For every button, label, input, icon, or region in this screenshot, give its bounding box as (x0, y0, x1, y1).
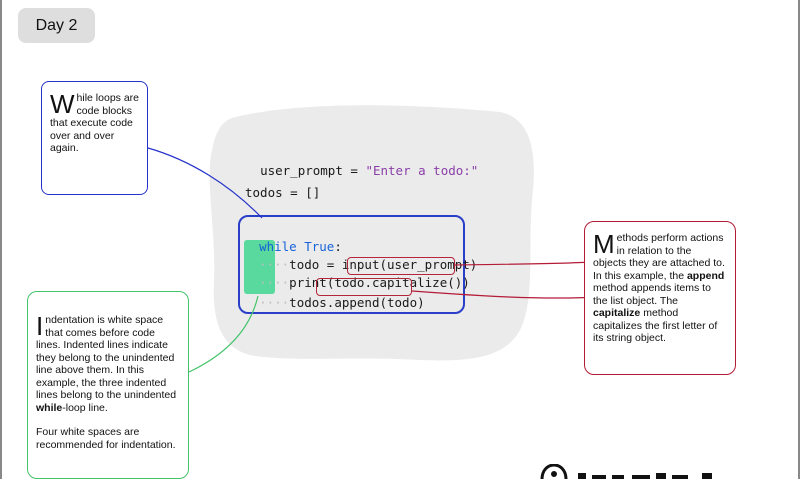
note-while-text: hile loops are code blocks that execute … (50, 92, 140, 154)
code-var-user-prompt: user_prompt (260, 163, 343, 178)
note-methods-text1: ethods perform actions in relation to th… (593, 232, 725, 282)
append-highlight-box (316, 278, 412, 296)
frame-right-edge (798, 0, 800, 479)
note-methods-text2: method appends items to the list object.… (593, 282, 711, 307)
code-close-paren: ) (462, 275, 470, 290)
indent-dots: ···· (259, 275, 290, 290)
code-keyword-while: while (259, 239, 297, 254)
code-line-append: ····todos.append(todo) (244, 280, 425, 310)
indent-dots: ···· (259, 257, 290, 272)
code-colon: : (334, 239, 342, 254)
code-fn-input: input (341, 257, 380, 272)
code-line-user-prompt: user_prompt = "Enter a todo:" (245, 148, 478, 178)
note-methods-initial: M (593, 229, 615, 259)
code-todos-dot: todos. (289, 295, 335, 310)
code-assign-op: = (342, 163, 366, 178)
note-methods-capitalize: capitalize (593, 307, 641, 319)
note-methods-text3: method capitalizes the first letter of i… (593, 307, 718, 344)
note-indent-text1: ndentation is white space that comes bef… (36, 314, 177, 401)
indentation-highlight (244, 240, 275, 294)
note-indent-initial: I (36, 311, 44, 341)
code-keyword-true: True (296, 239, 335, 254)
note-indent-text2: -loop line. (62, 401, 108, 414)
note-methods-append: append (686, 269, 725, 282)
indent-dots: ···· (259, 295, 290, 310)
day-label: Day 2 (18, 8, 95, 43)
frame-left-edge (0, 0, 2, 479)
code-string-literal: "Enter a todo:" (365, 163, 479, 178)
code-line-todos: todos = [] (245, 185, 321, 200)
code-append-call: append(todo) (334, 295, 425, 310)
capitalize-highlight-box (347, 257, 455, 275)
code-todo-assign: todo = (289, 257, 342, 272)
partial-logo-icon (540, 464, 712, 479)
note-indent-text3: Four white spaces are recommended for in… (36, 426, 176, 451)
code-line-while: while True: (244, 224, 342, 254)
note-while-initial: W (50, 89, 75, 119)
note-indent-while: while (36, 401, 63, 414)
